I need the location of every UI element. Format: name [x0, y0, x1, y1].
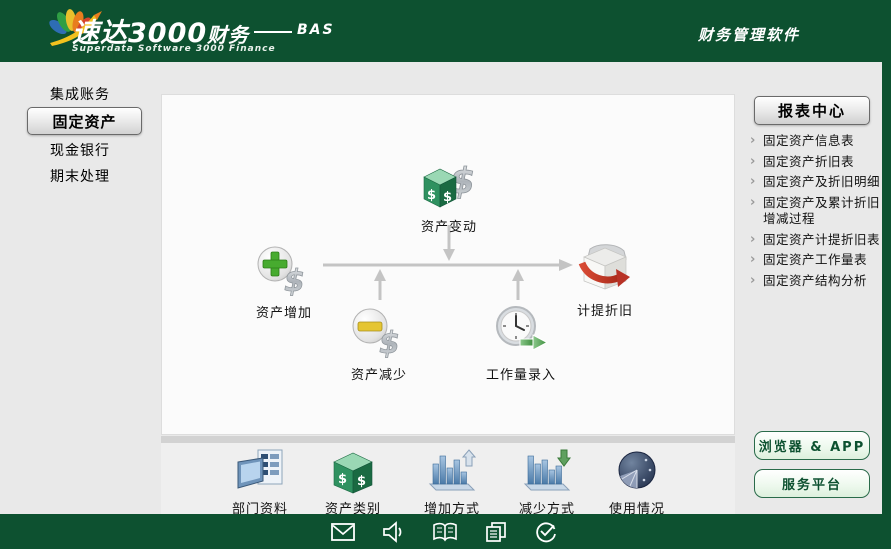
asset-increase-icon: $ [257, 246, 305, 297]
chevron-right-icon: › [750, 272, 756, 288]
canvas-toolbar-divider [161, 436, 735, 443]
svg-text:$: $ [379, 326, 400, 359]
svg-text:$: $ [338, 472, 347, 487]
mail-icon[interactable] [330, 522, 356, 542]
chevron-right-icon: › [750, 174, 756, 189]
toolbar-item-label: 减少方式 [518, 502, 575, 517]
increase-method-icon [428, 449, 477, 491]
svg-text:$: $ [427, 188, 436, 203]
app-title: 速达3000财务 [72, 18, 250, 49]
svg-text:$: $ [443, 190, 452, 205]
right-edge-strip [882, 62, 891, 549]
toolbar-item-asset-category[interactable]: $ $ 资产类别 [307, 448, 399, 517]
flow-node-asset-decrease[interactable]: $ 资产减少 [319, 303, 439, 383]
rainbow-leaf-logo [49, 9, 102, 46]
report-center-button[interactable]: 报表中心 [754, 96, 870, 125]
flow-node-label: 资产减少 [350, 368, 407, 383]
chevron-right-icon: › [750, 252, 756, 267]
logo-dash-divider [254, 31, 292, 33]
toolbar-item-label: 资产类别 [324, 502, 381, 517]
report-link-asset-info[interactable]: › 固定资产信息表 [750, 133, 855, 148]
toolbar-item-label: 使用情况 [608, 502, 665, 517]
toolbar-item-label: 部门资料 [231, 502, 288, 517]
report-link-accumulated-depreciation-change[interactable]: › 固定资产及累计折旧增减过程 [750, 194, 881, 227]
report-link-structure-analysis[interactable]: › 固定资产结构分析 [750, 272, 868, 288]
flow-node-depreciation[interactable]: 计提折旧 [545, 239, 665, 319]
flow-arrows [323, 225, 573, 300]
flow-node-label: 资产变动 [420, 220, 477, 235]
chevron-right-icon: › [750, 133, 756, 148]
report-link-asset-depreciation-detail[interactable]: › 固定资产及折旧明细 [750, 174, 881, 189]
flow-node-asset-increase[interactable]: $ 资产增加 [224, 241, 344, 321]
chevron-right-icon: › [750, 153, 756, 169]
decrease-method-icon [523, 449, 571, 491]
asset-decrease-icon: $ [352, 308, 400, 359]
flow-node-label: 计提折旧 [576, 304, 633, 319]
toolbar-item-increase-method[interactable]: 增加方式 [406, 448, 498, 517]
speaker-icon[interactable] [382, 521, 406, 543]
bottom-toolbar: 部门资料 $ $ 资产类别 [161, 443, 735, 517]
service-platform-button[interactable]: 服务平台 [754, 469, 870, 498]
flow-node-label: 工作量录入 [485, 368, 556, 383]
app-logo: 速达3000财务 BAS Superdata Software 3000 Fin… [44, 5, 444, 59]
svg-text:$: $ [357, 474, 366, 489]
header-bar: 速达3000财务 BAS Superdata Software 3000 Fin… [0, 0, 891, 62]
depreciation-icon [578, 244, 630, 290]
toolbar-item-usage-status[interactable]: 使用情况 [591, 448, 683, 517]
asset-change-icon: $ $ $ [423, 161, 475, 208]
svg-text:$: $ [284, 264, 305, 297]
toolbar-item-decrease-method[interactable]: 减少方式 [501, 448, 593, 517]
report-link-depreciation-accrual-table[interactable]: › 固定资产计提折旧表 [750, 231, 881, 247]
report-link-depreciation-table[interactable]: › 固定资产折旧表 [750, 153, 855, 169]
asset-category-icon: $ $ [333, 452, 373, 494]
app-edition-label: BAS [297, 22, 335, 38]
toolbar-item-department-info[interactable]: 部门资料 [214, 448, 306, 517]
sidebar-item-period-end[interactable]: 期末处理 [50, 169, 110, 185]
app-subtitle: Superdata Software 3000 Finance [72, 44, 276, 54]
product-tagline: 财务管理软件 [698, 26, 801, 44]
flow-node-label: 资产增加 [255, 306, 312, 321]
chevron-right-icon: › [750, 194, 756, 210]
sidebar-item-integrated-accounting[interactable]: 集成账务 [50, 87, 110, 103]
clock-check-icon[interactable] [534, 521, 558, 543]
chevron-right-icon: › [750, 231, 756, 247]
sidebar-item-fixed-assets-selected[interactable]: 固定资产 [27, 107, 142, 135]
report-link-workload-table[interactable]: › 固定资产工作量表 [750, 252, 868, 267]
toolbar-item-label: 增加方式 [423, 502, 480, 517]
usage-status-icon [618, 451, 656, 489]
flow-node-workload-entry[interactable]: 工作量录入 [461, 303, 581, 383]
sidebar-item-cash-bank[interactable]: 现金银行 [50, 143, 110, 159]
workload-entry-icon [496, 306, 549, 351]
flowchart-canvas: $ $ $ 资产变动 [161, 94, 735, 435]
browser-app-button[interactable]: 浏览器 & APP [754, 431, 870, 460]
book-icon[interactable] [432, 521, 458, 543]
report-links-list: › 固定资产信息表 › 固定资产折旧表 › 固定资产及折旧明细 › 固定资产及累… [750, 133, 883, 293]
flow-node-asset-change[interactable]: $ $ $ 资产变动 [389, 155, 509, 235]
copy-icon[interactable] [484, 521, 508, 543]
department-info-icon [237, 449, 283, 489]
